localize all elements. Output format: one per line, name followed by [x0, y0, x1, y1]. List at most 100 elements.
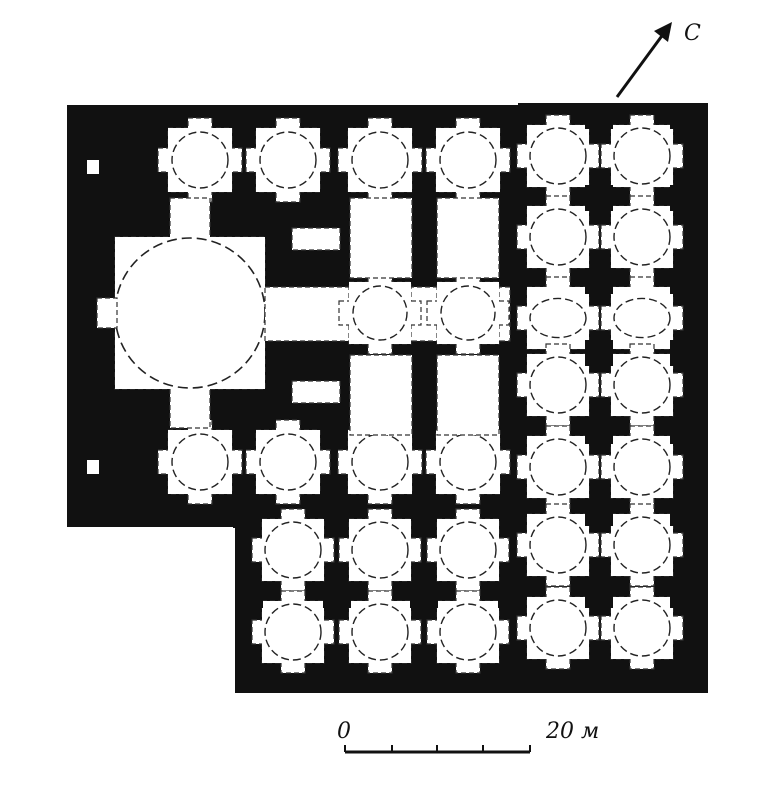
- hall-north-bay-1-dome: [171, 131, 229, 189]
- pier-4: [670, 185, 698, 211]
- south-bay-4-core: [262, 601, 324, 663]
- pier-19: [410, 582, 438, 608]
- aisle-bay-2-dome: [440, 285, 496, 341]
- south-bay-6-dome: [439, 603, 497, 661]
- side-hall-2: [436, 197, 500, 279]
- east-bay-r6-c1-dome: [529, 516, 587, 574]
- east-bay-r3-c2-core: [611, 287, 673, 349]
- hall-south-bay-4-core: [436, 430, 500, 494]
- east-bay-r7-c2-dome: [613, 599, 671, 657]
- side-hall-3: [349, 354, 413, 436]
- south-bay-5-core: [349, 601, 411, 663]
- pier-14: [670, 582, 698, 608]
- pier-7: [585, 340, 613, 366]
- east-bay-r2-c2-dome: [613, 208, 671, 266]
- south-bay-4-dome: [264, 603, 322, 661]
- hall-north-bay-3-core: [348, 128, 412, 192]
- east-bay-r3-c2-dome: [613, 297, 671, 339]
- pier-2: [670, 103, 698, 129]
- hall-north-bay-1-core: [168, 128, 232, 192]
- plan-bays: [96, 114, 684, 674]
- pier-6: [670, 268, 698, 294]
- west-window-2: [87, 460, 99, 474]
- pier-5: [585, 268, 613, 294]
- south-bay-1-core: [262, 519, 324, 581]
- hall-south-bay-3-dome: [351, 433, 409, 491]
- hall-south-bay-1-dome: [171, 433, 229, 491]
- scale-start-label: 0: [337, 719, 351, 744]
- pier-18: [323, 582, 351, 608]
- east-bay-r5-c1-dome: [529, 438, 587, 496]
- aisle-bay-1-dome: [352, 285, 408, 341]
- south-bay-2-dome: [351, 521, 409, 579]
- pier-10: [670, 418, 698, 444]
- small-chamber-north: [291, 227, 341, 251]
- hall-south-bay-2-dome: [259, 433, 317, 491]
- south-bay-3-core: [437, 519, 499, 581]
- pier-17: [235, 582, 263, 608]
- east-bay-r4-c1-dome: [529, 356, 587, 414]
- north-label: С: [684, 21, 701, 46]
- west-window-1: [87, 160, 99, 174]
- pier-11: [585, 500, 613, 526]
- south-bay-6-core: [437, 601, 499, 663]
- east-bay-r2-c1-core: [527, 206, 589, 268]
- pier-24: [498, 665, 526, 691]
- east-bay-r1-c2-core: [611, 125, 673, 187]
- pier-8: [670, 340, 698, 366]
- small-chamber-south: [291, 380, 341, 404]
- east-bay-r2-c1-dome: [529, 208, 587, 266]
- hall-north-bay-2-core: [256, 128, 320, 192]
- east-bay-r1-c2-dome: [613, 127, 671, 185]
- pier-20: [498, 582, 526, 608]
- east-bay-r1-c1-dome: [529, 127, 587, 185]
- hall-north-bay-4-dome: [439, 131, 497, 189]
- pier-15: [585, 665, 613, 691]
- hall-south-bay-1-core: [168, 430, 232, 494]
- east-bay-r5-c1-core: [527, 436, 589, 498]
- scale-bar: 0 20 м: [337, 719, 599, 754]
- south-bay-3-dome: [439, 521, 497, 579]
- south-bay-1-dome: [264, 521, 322, 579]
- hall-north-bay-4-core: [436, 128, 500, 192]
- pier-13: [585, 582, 613, 608]
- east-bay-r6-c2-dome: [613, 516, 671, 574]
- east-bay-r1-c1-core: [527, 125, 589, 187]
- pier-12: [670, 500, 698, 526]
- pier-21: [235, 665, 263, 691]
- east-bay-r6-c1-core: [527, 514, 589, 576]
- hall-south-bay-2-core: [256, 430, 320, 494]
- north-arrow-icon: [615, 32, 666, 98]
- east-bay-r7-c1-dome: [529, 599, 587, 657]
- pier-3: [585, 185, 613, 211]
- east-bay-r6-c2-core: [611, 514, 673, 576]
- east-bay-r4-c2-dome: [613, 356, 671, 414]
- east-bay-r4-c1-core: [527, 354, 589, 416]
- pier-16: [670, 665, 698, 691]
- side-hall-1: [349, 197, 413, 279]
- plan-details: [87, 103, 698, 691]
- main-dome-core: [115, 237, 265, 389]
- hall-south-bay-3-core: [348, 430, 412, 494]
- pier-1: [585, 103, 613, 129]
- east-bay-r5-c2-dome: [613, 438, 671, 496]
- north-arrow-head: [654, 22, 672, 42]
- south-bay-2-core: [349, 519, 411, 581]
- side-hall-4: [436, 354, 500, 436]
- hall-north-bay-3-dome: [351, 131, 409, 189]
- east-bay-r3-c1-dome: [529, 297, 587, 339]
- pier-9: [585, 418, 613, 444]
- hall-north-bay-2-dome: [259, 131, 317, 189]
- aisle-bay-1-core: [349, 282, 411, 344]
- aisle-bay-2-core: [437, 282, 499, 344]
- scale-end-label: 20 м: [545, 719, 599, 744]
- pier-23: [410, 665, 438, 691]
- east-bay-r7-c2-core: [611, 597, 673, 659]
- corner-cutout: [67, 528, 235, 698]
- mihrab-niche: [96, 297, 118, 329]
- east-bay-r4-c2-core: [611, 354, 673, 416]
- east-bay-r5-c2-core: [611, 436, 673, 498]
- scale-bar-ticks: [344, 745, 531, 752]
- north-arrow: С: [615, 21, 701, 98]
- east-bay-r7-c1-core: [527, 597, 589, 659]
